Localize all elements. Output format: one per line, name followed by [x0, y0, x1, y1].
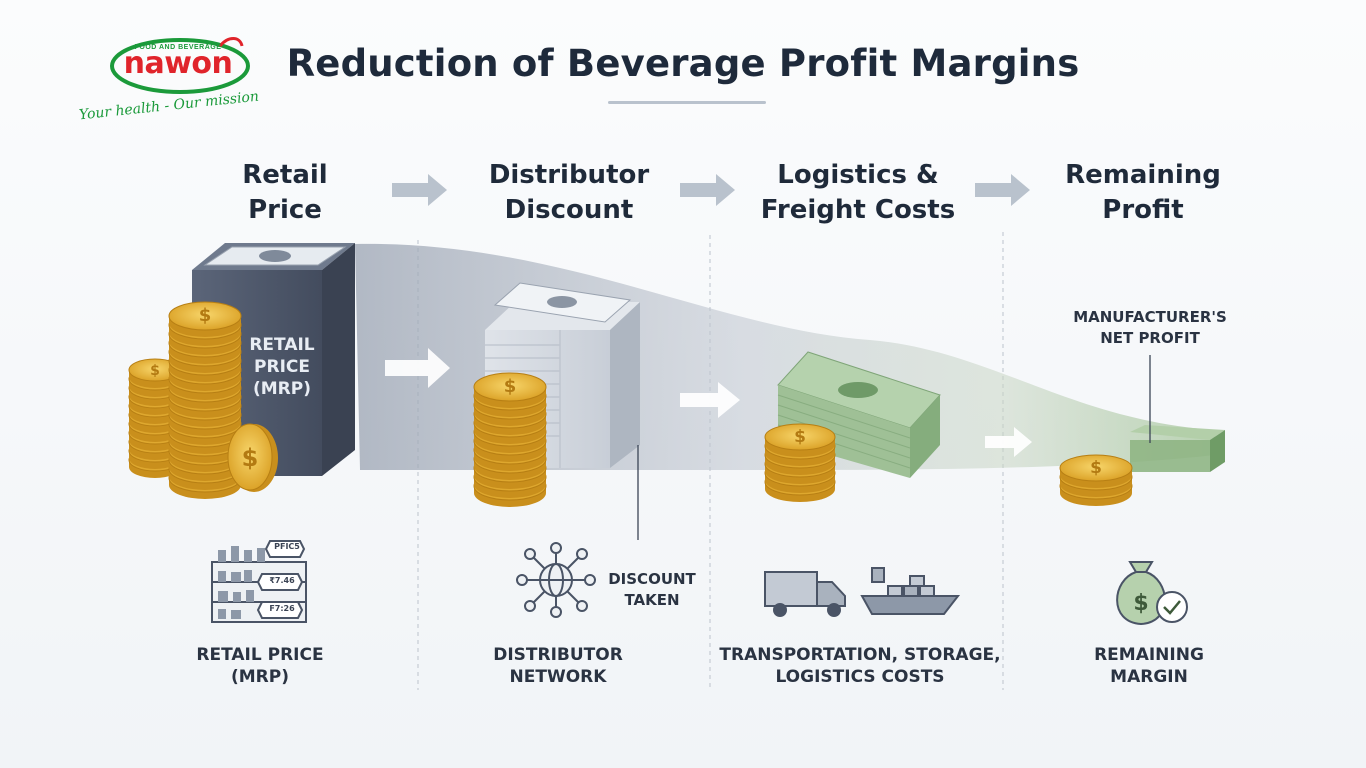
title-underline	[608, 101, 766, 104]
stage-title-distributor: Distributor Discount	[439, 158, 699, 228]
store-shelf-icon	[211, 540, 307, 623]
caption-line: TRANSPORTATION, STORAGE,	[719, 645, 1001, 665]
money-stack	[777, 351, 941, 478]
arrow-icon	[975, 174, 1030, 206]
truck-icon	[764, 571, 846, 617]
arrow-icon	[985, 427, 1032, 457]
caption-logistics: TRANSPORTATION, STORAGE, LOGISTICS COSTS	[700, 644, 1020, 688]
remaining-profit-slab	[1130, 425, 1225, 472]
stage-title-line: Retail	[242, 160, 328, 190]
svg-text:$: $	[1133, 591, 1148, 616]
network-globe-icon	[516, 542, 596, 618]
annotation-line: DISCOUNT	[608, 570, 696, 588]
annotation-line: NET PROFIT	[1100, 329, 1200, 347]
stage-title-line: Remaining	[1065, 160, 1221, 190]
caption-line: LOGISTICS COSTS	[775, 667, 945, 687]
stage-title-line: Freight Costs	[760, 195, 956, 225]
stage-title-line: Price	[248, 195, 322, 225]
coin-icon	[168, 301, 242, 337]
arrow-icon	[680, 174, 735, 206]
logo-swoosh-icon	[110, 37, 250, 94]
price-tag-text: F7:26	[269, 604, 295, 613]
dollar-sign-icon: $	[199, 305, 212, 326]
annotation-line: MANUFACTURER'S	[1073, 308, 1227, 326]
dollar-sign-icon: $	[1090, 458, 1102, 478]
net-profit-annotation: MANUFACTURER'S NET PROFIT	[1040, 307, 1260, 349]
annotation-line: TAKEN	[624, 591, 680, 609]
svg-text:$: $	[242, 444, 259, 472]
arrow-icon	[392, 174, 447, 206]
bar-label-line: (MRP)	[252, 379, 311, 399]
bar-label-line: PRICE	[254, 357, 310, 377]
caption-remaining: REMAINING MARGIN	[989, 644, 1309, 688]
dollar-sign-icon: $	[504, 376, 517, 397]
stage-title-remaining: Remaining Profit	[1013, 158, 1273, 228]
price-tag-text: ₹7.46	[269, 576, 295, 585]
logo-name: nawon	[123, 46, 233, 81]
coin-icon	[1059, 454, 1133, 488]
caption-line: (MRP)	[230, 667, 289, 687]
caption-line: DISTRIBUTOR	[493, 645, 623, 665]
caption-line: NETWORK	[509, 667, 607, 687]
coin-icon	[764, 423, 836, 457]
flow-arrows	[385, 348, 1032, 457]
coin-icon	[128, 358, 182, 388]
company-logo: FOOD AND BEVERAGE nawon Your health - Ou…	[70, 28, 260, 128]
arrow-icon	[385, 348, 450, 388]
arrow-icon	[680, 382, 740, 418]
price-tag-text: PFIC5	[274, 542, 300, 551]
caption-distributor: DISTRIBUTOR NETWORK	[398, 644, 718, 688]
page-title: Reduction of Beverage Profit Margins	[286, 42, 1080, 85]
stage-title-line: Profit	[1102, 195, 1184, 225]
caption-line: REMAINING	[1094, 645, 1204, 665]
logo-tagline: FOOD AND BEVERAGE	[134, 44, 222, 51]
ship-icon	[860, 567, 961, 615]
money-bag-check-icon: $	[1116, 561, 1188, 626]
stage-title-line: Discount	[504, 195, 634, 225]
coin-icon	[473, 372, 547, 408]
stage-title-retail: Retail Price	[155, 158, 415, 228]
stage-title-logistics: Logistics & Freight Costs	[728, 158, 988, 228]
caption-line: RETAIL PRICE	[196, 645, 324, 665]
retail-bar-label: RETAIL PRICE (MRP)	[232, 334, 332, 400]
dollar-sign-icon: $	[794, 427, 806, 447]
dollar-sign-icon: $	[150, 363, 160, 379]
caption-line: MARGIN	[1110, 667, 1188, 687]
discount-taken-annotation: DISCOUNT TAKEN	[600, 569, 704, 611]
caption-retail: RETAIL PRICE (MRP)	[100, 644, 420, 688]
coin-stacks: $ $ $ $ $ $	[128, 301, 1133, 507]
upright-coin-icon: $	[227, 423, 278, 492]
stage-title-line: Distributor	[488, 160, 650, 190]
bar-label-line: RETAIL	[249, 335, 315, 355]
stage-title-line: Logistics &	[777, 160, 939, 190]
stage-arrows-top	[392, 174, 1030, 206]
